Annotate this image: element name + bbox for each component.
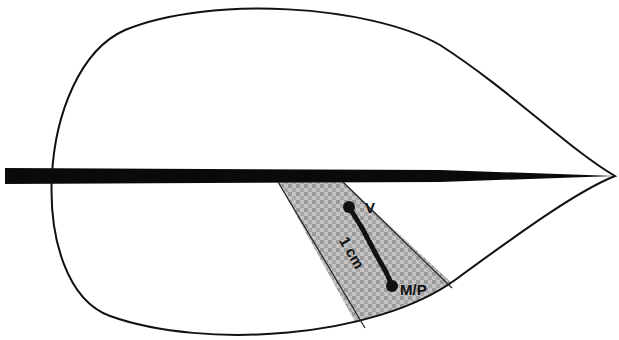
vascular-dot: [343, 201, 355, 213]
mesophyll-dot: [386, 280, 398, 292]
midrib-bar: [5, 168, 615, 184]
band-edge: [343, 182, 452, 288]
point-label: V: [365, 200, 375, 215]
point-label: M/P: [400, 282, 427, 297]
